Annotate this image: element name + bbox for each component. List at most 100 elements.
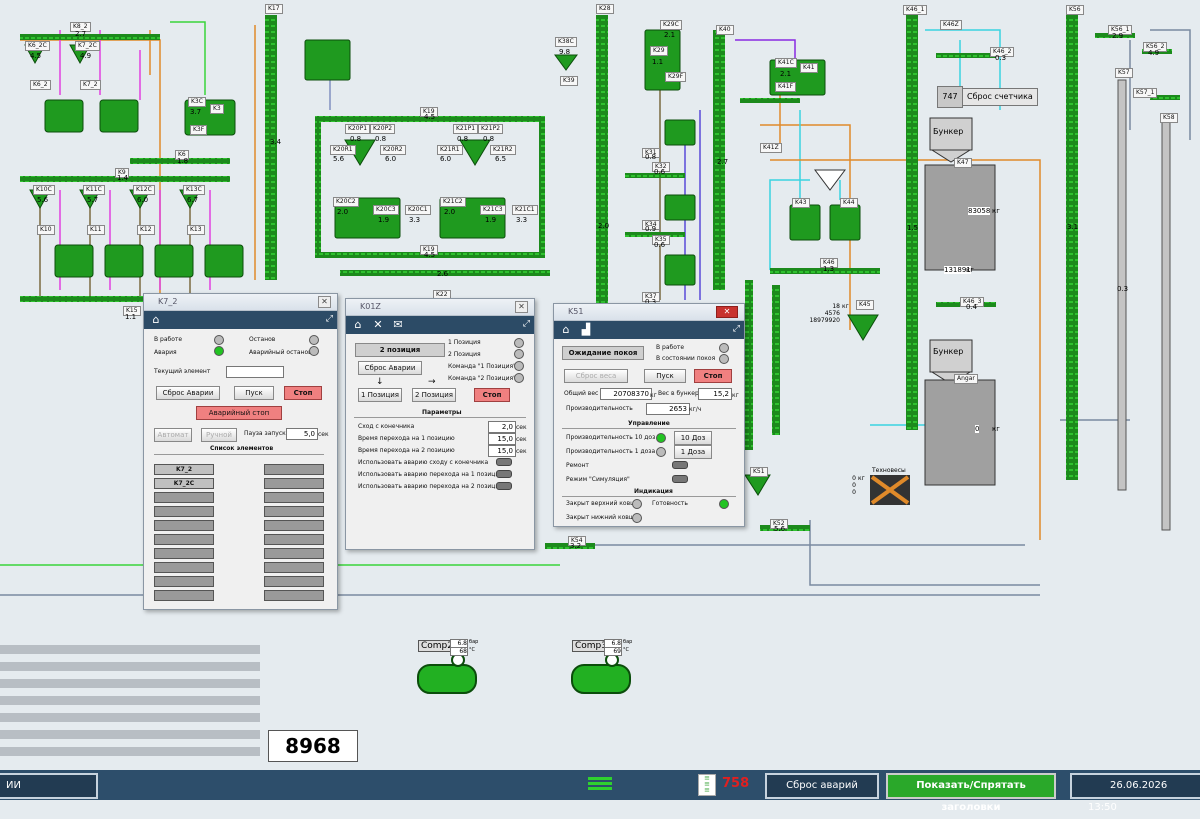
tag-k40[interactable]: K40 xyxy=(716,25,734,35)
tag-k15[interactable]: K15 xyxy=(123,306,141,316)
tag-k41f[interactable]: K41F xyxy=(775,82,797,92)
start-button[interactable]: Пуск xyxy=(234,386,274,400)
tag-k51[interactable]: K51 xyxy=(750,467,768,477)
tag-k13c[interactable]: K13C xyxy=(183,185,205,195)
tag-k20r1[interactable]: K20R1 xyxy=(330,145,356,155)
list-item[interactable] xyxy=(264,590,324,601)
tag-k29f[interactable]: K29F xyxy=(665,72,687,82)
dialog-k7-2[interactable]: K7_2✕ ⌂ ⤢ В работе Авария Останов Аварий… xyxy=(143,293,338,610)
close-icon[interactable]: ✕ xyxy=(318,296,331,308)
list-item[interactable] xyxy=(154,576,214,587)
list-item[interactable] xyxy=(154,492,214,503)
list-item[interactable] xyxy=(154,590,214,601)
tag-k39[interactable]: K39 xyxy=(560,76,578,86)
tag-k29c[interactable]: K29C xyxy=(660,20,682,30)
tag-k20p1[interactable]: K20P1 xyxy=(345,124,371,134)
manual-mode-button[interactable]: Ручной xyxy=(201,428,237,442)
toggle-switch[interactable] xyxy=(496,470,512,478)
position2-button[interactable]: 2 Позиция xyxy=(412,388,456,402)
tag-k21r2[interactable]: K21R2 xyxy=(490,145,516,155)
auto-mode-button[interactable]: Автомат xyxy=(154,428,192,442)
tag-k19b[interactable]: K19 xyxy=(420,245,438,255)
tag-k21c2[interactable]: K21C2 xyxy=(440,197,466,207)
bunker2-tag[interactable]: Angar xyxy=(954,374,978,384)
tag-k34[interactable]: K34 xyxy=(642,220,660,230)
tag-k20c2[interactable]: K20C2 xyxy=(333,197,359,207)
list-item[interactable]: K7_2C xyxy=(154,478,214,489)
tag-k7-2[interactable]: K7_2 xyxy=(80,80,101,90)
list-item[interactable] xyxy=(264,548,324,559)
list-item[interactable] xyxy=(154,548,214,559)
tag-k21r1[interactable]: K21R1 xyxy=(437,145,463,155)
dialog-k01z[interactable]: K01Z✕ ⌂ ✕ ✉ ⤢ 2 позиция 1 Позиция 2 Пози… xyxy=(345,298,535,550)
bunker1-tag[interactable]: K47 xyxy=(954,158,972,168)
left-nav-button[interactable]: ИИ xyxy=(0,773,98,799)
close-icon[interactable]: ✕ xyxy=(716,306,738,318)
list-item[interactable] xyxy=(264,478,324,489)
toggle-headers-button[interactable]: Показать/Спрятать заголовки xyxy=(886,773,1056,813)
chart-icon[interactable]: ▟ xyxy=(581,323,591,336)
tag-k29[interactable]: K29 xyxy=(650,46,668,56)
repair-toggle[interactable] xyxy=(672,461,688,469)
stop-button[interactable]: Стоп xyxy=(694,369,732,383)
mail-icon[interactable]: ✉ xyxy=(393,318,403,331)
tag-k41[interactable]: K41 xyxy=(800,63,818,73)
tag-k19[interactable]: K19 xyxy=(420,107,438,117)
tag-k41c[interactable]: K41C xyxy=(775,58,797,68)
tag-k35[interactable]: K35 xyxy=(652,235,670,245)
tag-k56-2[interactable]: K56_2 xyxy=(1143,42,1168,52)
tag-k11c[interactable]: K11C xyxy=(83,185,105,195)
tag-k58[interactable]: K58 xyxy=(1160,113,1178,123)
param-field[interactable]: 2,0 xyxy=(488,421,516,433)
tag-k56-1[interactable]: K56_1 xyxy=(1108,25,1133,35)
tag-k10c[interactable]: K10C xyxy=(33,185,55,195)
tag-k21p1[interactable]: K21P1 xyxy=(453,124,479,134)
tag-k13[interactable]: K13 xyxy=(187,225,205,235)
tag-k17[interactable]: K17 xyxy=(265,4,283,14)
fullscreen-icon[interactable]: ⤢ xyxy=(325,314,333,324)
tag-k10[interactable]: K10 xyxy=(37,225,55,235)
list-item[interactable] xyxy=(154,506,214,517)
tag-k46[interactable]: K46 xyxy=(820,258,838,268)
dialog-k51[interactable]: K51✕ ⌂ ▟ ⤢ Ожидание покоя В работе В сос… xyxy=(553,303,745,527)
tag-k46-3[interactable]: K46_3 xyxy=(960,297,985,307)
list-item[interactable]: K7_2 xyxy=(154,464,214,475)
list-item[interactable] xyxy=(264,492,324,503)
tag-k57-1[interactable]: K57_1 xyxy=(1133,88,1158,98)
tag-k6-2c[interactable]: K6_2C xyxy=(25,41,50,51)
tag-k9[interactable]: K9 xyxy=(115,168,129,178)
tag-k28[interactable]: K28 xyxy=(596,4,614,14)
reset-alarm-button[interactable]: Сброс Аварии xyxy=(358,361,422,375)
toggle-switch[interactable] xyxy=(496,458,512,466)
1-dose-button[interactable]: 1 Доза xyxy=(674,445,712,459)
param-field[interactable]: 15,0 xyxy=(488,445,516,457)
tag-k38c[interactable]: K38C xyxy=(555,37,577,47)
tag-k54[interactable]: K54 xyxy=(568,536,586,546)
tag-k12c[interactable]: K12C xyxy=(133,185,155,195)
tag-k6-2[interactable]: K6_2 xyxy=(30,80,51,90)
toggle-switch[interactable] xyxy=(496,482,512,490)
home-icon[interactable]: ⌂ xyxy=(354,318,362,331)
10-doses-button[interactable]: 10 Доз xyxy=(674,431,712,445)
tag-k21c3[interactable]: K21C3 xyxy=(480,205,506,215)
list-item[interactable] xyxy=(264,520,324,531)
emergency-stop-button[interactable]: Аварийный стоп xyxy=(196,406,282,420)
reset-alarms-button[interactable]: Сброс аварий xyxy=(765,773,879,799)
tag-k57[interactable]: K57 xyxy=(1115,68,1133,78)
tag-k20p2[interactable]: K20P2 xyxy=(370,124,396,134)
tag-k56[interactable]: K56 xyxy=(1066,5,1084,15)
list-item[interactable] xyxy=(154,520,214,531)
tag-k21c1[interactable]: K21C1 xyxy=(512,205,538,215)
tag-k46-2[interactable]: K46_2 xyxy=(990,47,1015,57)
start-delay-field[interactable]: 5,0 xyxy=(286,428,318,440)
wrench-icon[interactable]: ✕ xyxy=(373,318,383,331)
close-icon[interactable]: ✕ xyxy=(515,301,528,313)
menu-icon[interactable] xyxy=(588,775,612,795)
reset-alarm-button[interactable]: Сброс Аварии xyxy=(156,386,220,400)
tag-k3[interactable]: K3 xyxy=(210,104,224,114)
tag-k20c1[interactable]: K20C1 xyxy=(405,205,431,215)
position1-button[interactable]: 1 Позиция xyxy=(358,388,402,402)
list-item[interactable] xyxy=(264,464,324,475)
tag-k45[interactable]: K45 xyxy=(856,300,874,310)
tag-k20r2[interactable]: K20R2 xyxy=(380,145,406,155)
